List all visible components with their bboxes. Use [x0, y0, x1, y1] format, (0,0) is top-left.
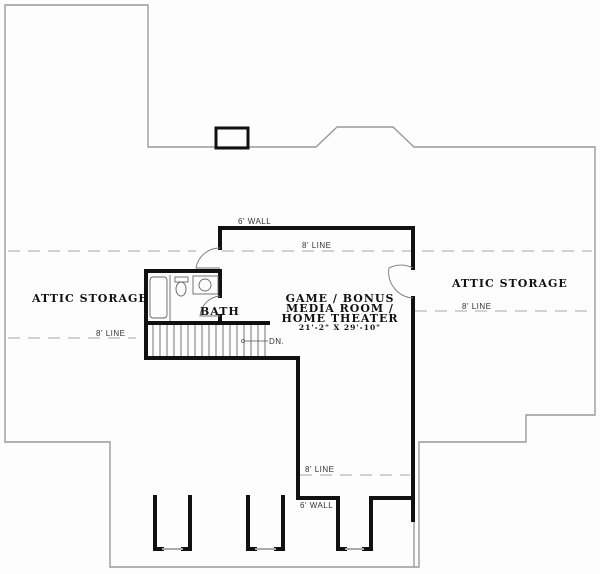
attic-storage-left-label: ATTIC STORAGE: [31, 292, 148, 305]
dormer-middle: [246, 495, 285, 551]
main-room-wall-bottom-right: [362, 496, 415, 551]
attic-outline: [4, 4, 596, 568]
attic-storage-right-label: ATTIC STORAGE: [451, 277, 568, 290]
bathtub-icon: [149, 276, 168, 319]
line-right-label: 8' LINE: [462, 302, 491, 311]
bath-label: BATH: [200, 305, 240, 318]
bath-stair-wall: [144, 269, 300, 360]
sink-icon: [198, 278, 212, 292]
toilet-tank-icon: [174, 276, 189, 283]
toilet-icon: [175, 281, 187, 297]
stairs-down-label: DN.: [269, 337, 284, 346]
bath-door-swing: [199, 295, 221, 317]
wall-bottom-label: 6' WALL: [300, 501, 333, 510]
chimney: [214, 126, 250, 150]
main-room-label-line3: HOME THEATER: [282, 312, 399, 325]
line-bottom-label: 8' LINE: [305, 465, 334, 474]
stair-treads: [152, 325, 266, 356]
main-room-dimensions: 21'-2" X 29'-10": [299, 323, 381, 332]
line-left-label: 8' LINE: [96, 329, 125, 338]
dormer-left: [153, 495, 192, 551]
main-room-wall-bottom-left: [296, 356, 347, 551]
main-room-wall: [218, 226, 415, 270]
wall-top-label: 6' WALL: [238, 217, 271, 226]
main-room-label-line2: MEDIA ROOM /: [286, 302, 394, 315]
line-top-label: 8' LINE: [302, 241, 331, 250]
vanity-icon: [192, 275, 219, 295]
main-room-door-swing: [195, 247, 221, 269]
main-room-label-line1: GAME / BONUS: [286, 292, 395, 305]
attic-door-swing: [388, 264, 414, 299]
